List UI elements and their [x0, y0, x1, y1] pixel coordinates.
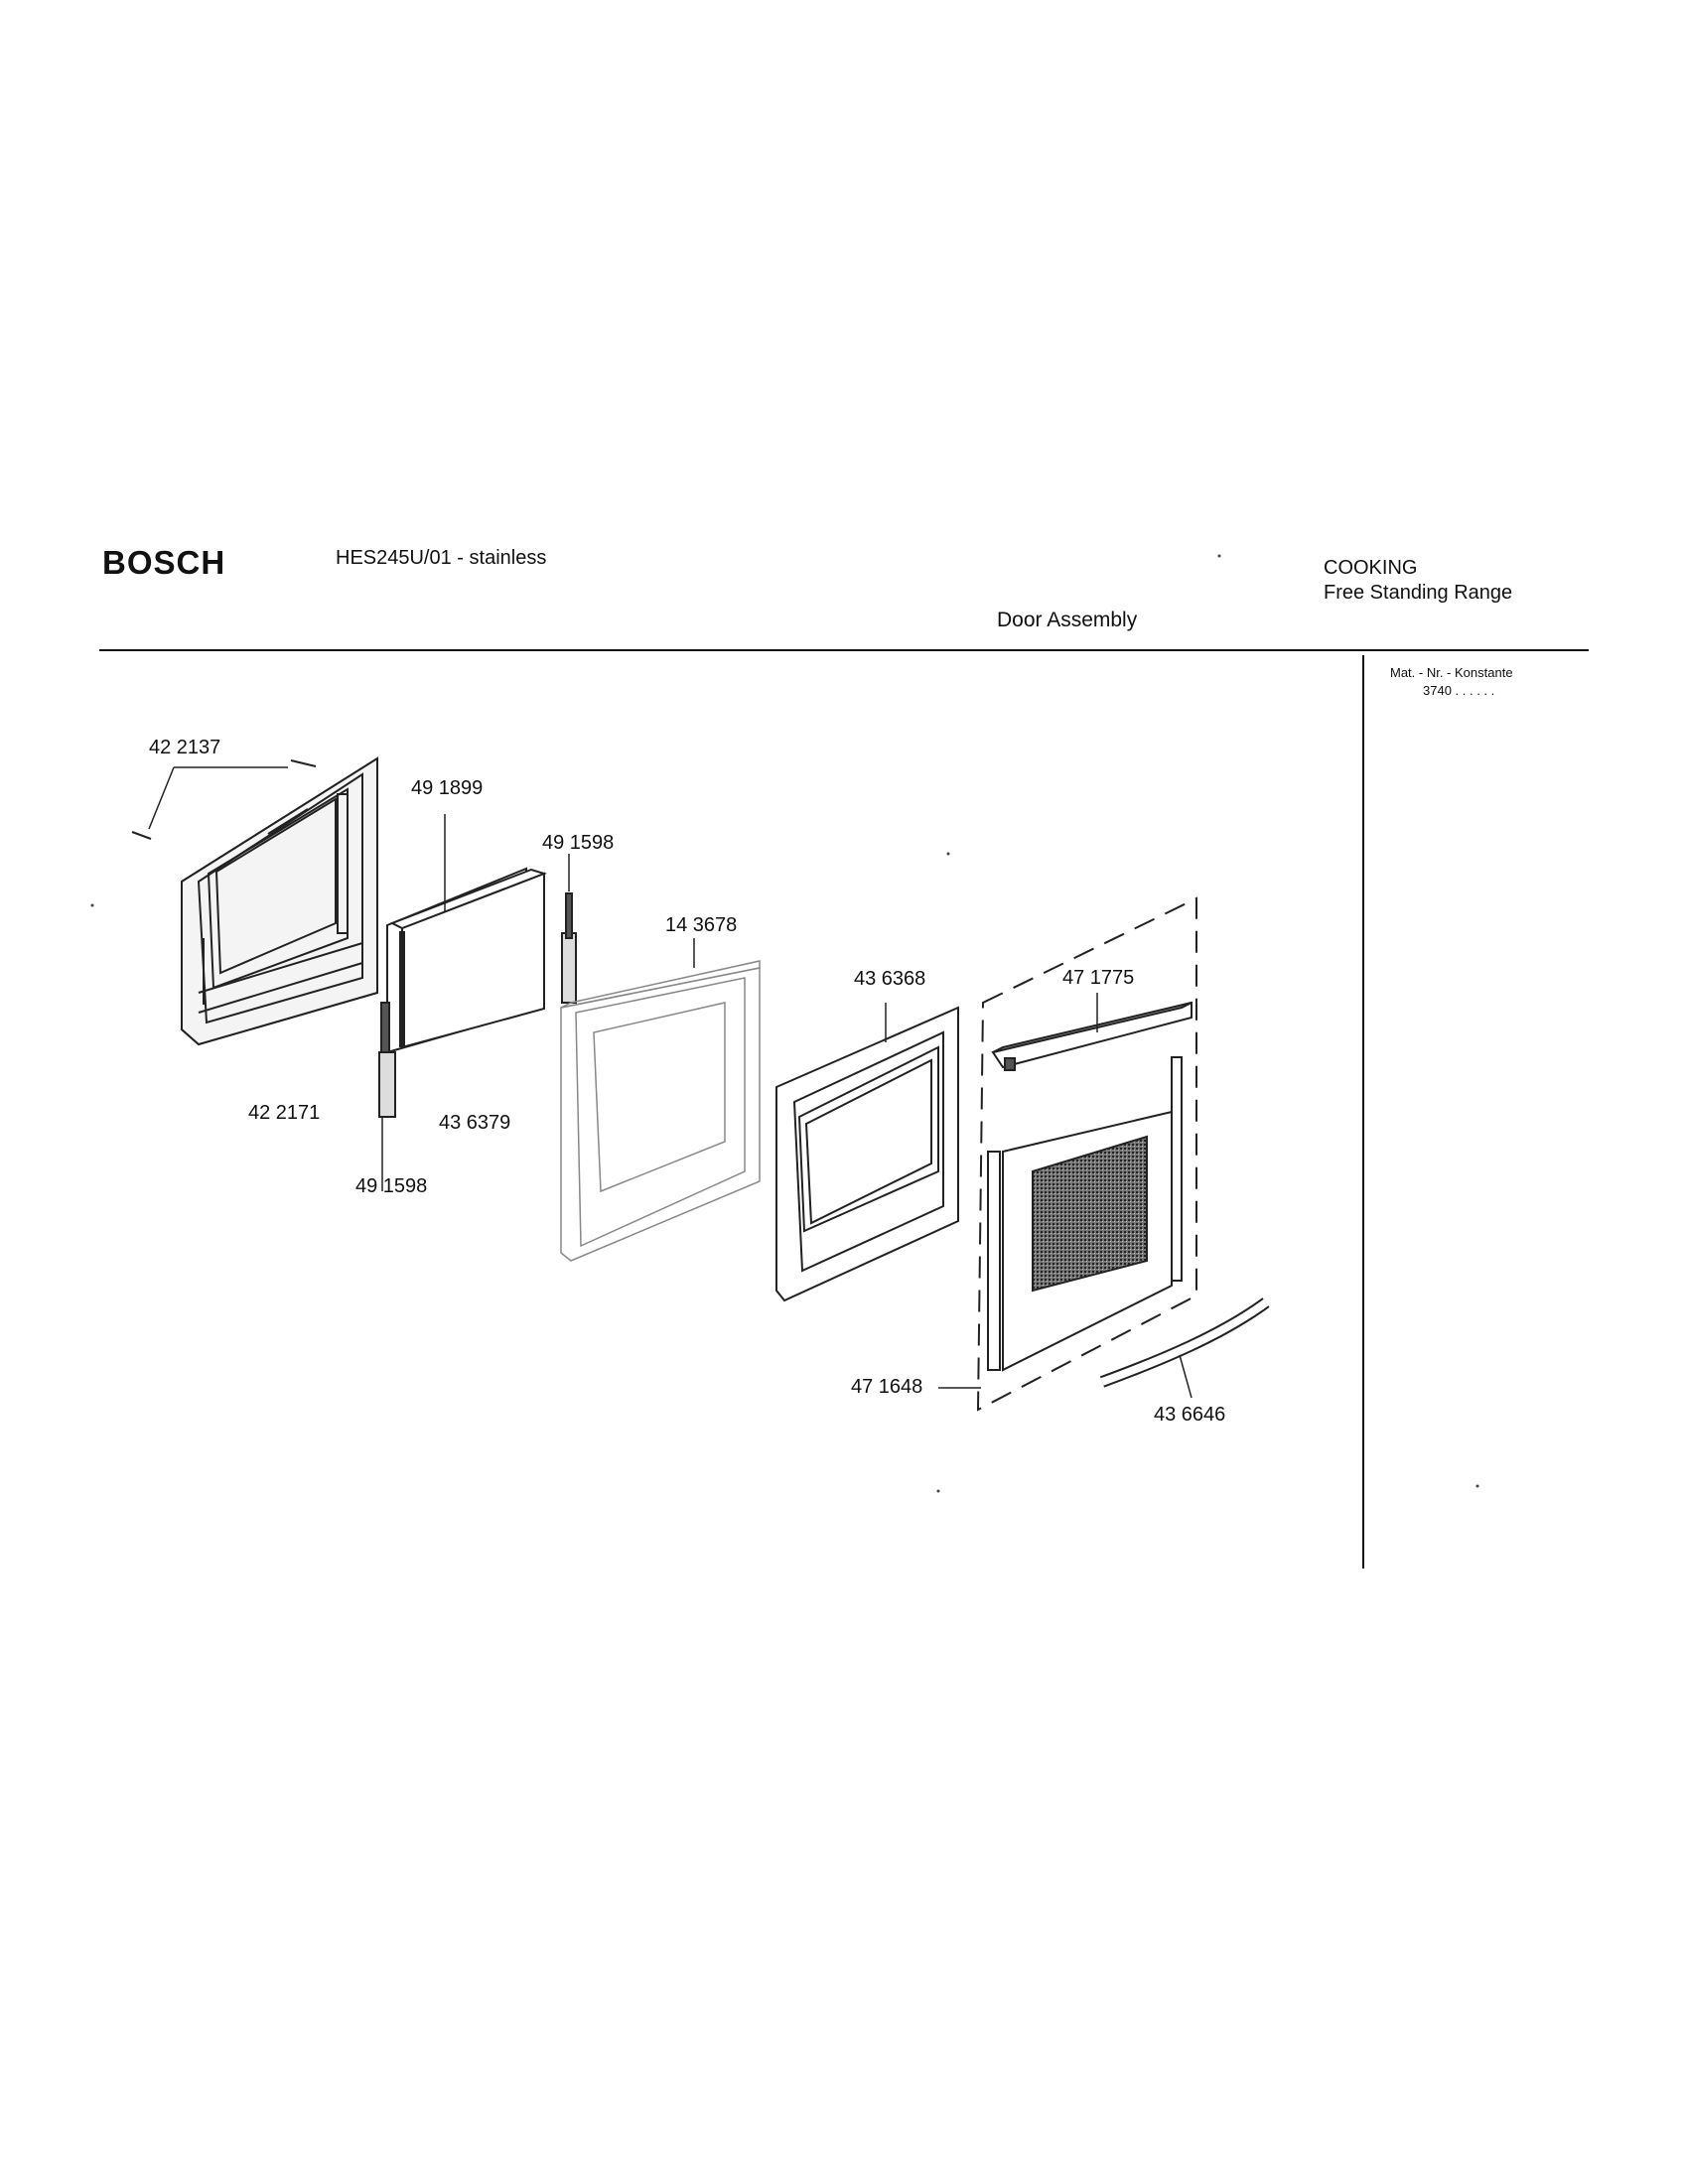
glass-pack-part [386, 814, 548, 1054]
hinge-parts [378, 854, 577, 1191]
top-trim-part [991, 993, 1193, 1071]
subcategory-label: Free Standing Range [1324, 582, 1513, 604]
pins-part [131, 759, 317, 840]
section-title: Door Assembly [997, 609, 1138, 631]
brand-logo: BOSCH [102, 544, 226, 581]
glass-panel-part [775, 1003, 959, 1302]
part-label: 43 6646 [1154, 1404, 1226, 1426]
part-label: 42 2137 [149, 737, 221, 758]
part-label: 49 1598 [542, 832, 615, 854]
part-label: 43 6368 [854, 968, 926, 990]
konstante-value: 3740 . . . . . . [1423, 683, 1495, 698]
part-label: 43 6379 [439, 1112, 511, 1134]
middle-frame-part [560, 938, 761, 1262]
mat-nr-label: Mat. - Nr. - Konstante [1390, 665, 1513, 680]
part-label: 49 1598 [355, 1175, 428, 1197]
part-label: 14 3678 [665, 914, 738, 936]
part-label: 47 1775 [1062, 967, 1135, 989]
model-title: HES245U/01 - stainless [336, 547, 547, 569]
inner-door-assembly-box [976, 896, 1197, 1412]
inner-panel-part [938, 1056, 1183, 1389]
part-label: 42 2171 [248, 1102, 321, 1124]
category-label: COOKING [1324, 557, 1418, 579]
part-label: 47 1648 [851, 1376, 923, 1398]
handle-part [1099, 1297, 1270, 1399]
part-label: 49 1899 [411, 777, 484, 799]
door-liner-part [181, 756, 378, 1046]
